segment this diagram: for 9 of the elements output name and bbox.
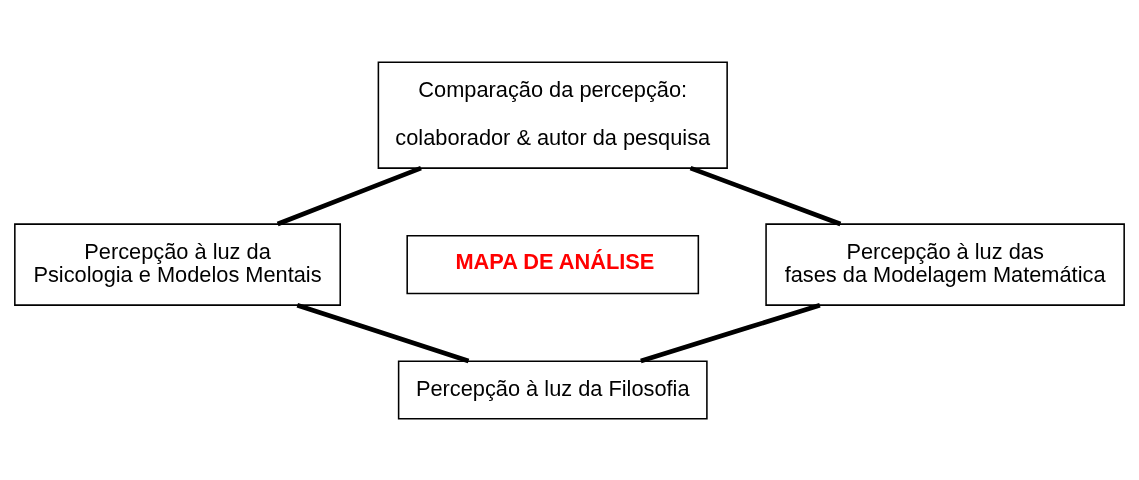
connector (689, 165, 842, 226)
node-box: MAPA DE ANÁLISE (406, 234, 700, 294)
node-box: Percepção à luz da Filosofia (397, 359, 708, 420)
node-box: Comparação da percepção: colaborador & autor da pesquisa (377, 60, 728, 169)
connector (276, 165, 422, 226)
connector (296, 302, 470, 363)
connector (640, 302, 821, 363)
node-box: Percepção à luz da Psicologia e Modelos Mentais (14, 222, 341, 306)
node-box: Percepção à luz das fases da Modelagem Matemática (765, 222, 1125, 306)
